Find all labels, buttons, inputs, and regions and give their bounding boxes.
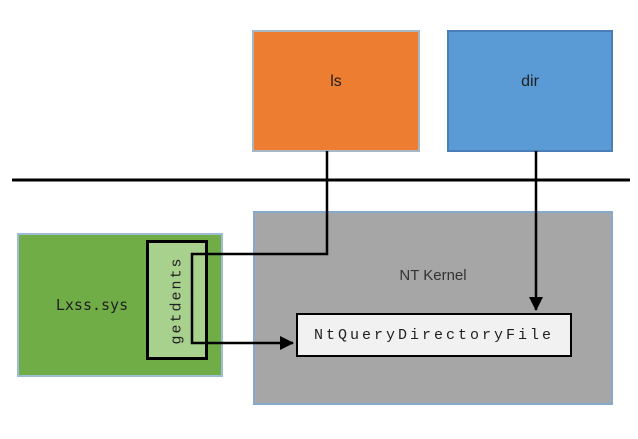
node-dir: dir xyxy=(447,30,613,152)
node-nt-kernel: NT Kernel xyxy=(253,211,613,405)
node-dir-label: dir xyxy=(521,73,539,90)
node-ntquerydirectoryfile: NtQueryDirectoryFile xyxy=(296,313,572,357)
node-lxss-sys-label: Lxss.sys xyxy=(55,296,129,314)
node-ls: ls xyxy=(252,30,420,152)
node-nt-kernel-label: NT Kernel xyxy=(399,267,467,284)
node-getdents-label: getdents xyxy=(168,255,186,345)
node-ntquerydirectoryfile-label: NtQueryDirectoryFile xyxy=(313,326,555,344)
node-getdents: getdents xyxy=(146,240,208,360)
node-ls-label: ls xyxy=(330,73,342,90)
